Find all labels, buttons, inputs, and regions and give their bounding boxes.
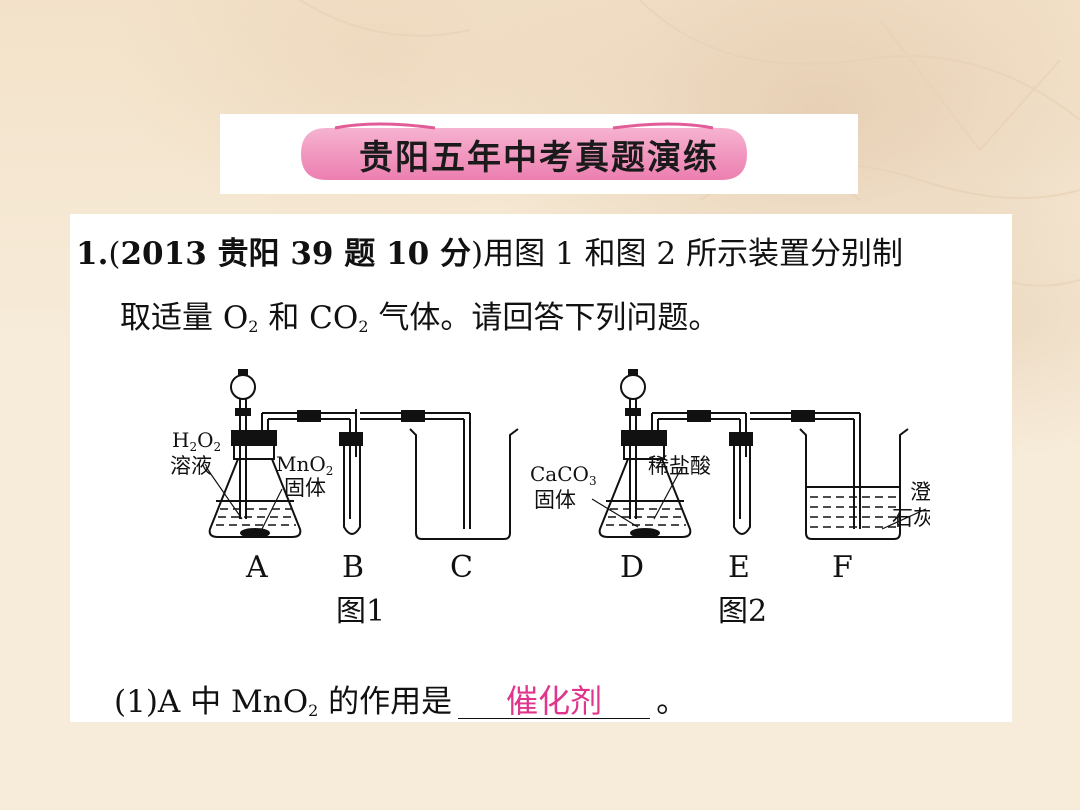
- beaker-f: [799, 413, 909, 540]
- source-open: (: [108, 236, 121, 272]
- question-line-1: 1.(2013 贵阳 39 题 10 分)用图 1 和图 2 所示装置分别制: [76, 228, 903, 273]
- label-solid-1: 固体: [284, 476, 326, 500]
- label-e: E: [728, 550, 750, 585]
- question-text-2c: 气体。请回答下列问题。: [368, 300, 720, 336]
- label-limewater-1: 澄清: [910, 480, 930, 504]
- label-solution: 溶液: [170, 454, 212, 478]
- label-limewater-2: 石灰水: [892, 506, 930, 530]
- answer-suffix: 。: [656, 684, 688, 720]
- answer-blank[interactable]: 催化剂: [458, 684, 651, 719]
- caption-fig-1: 图1: [336, 594, 385, 629]
- question-source: 2013 贵阳 39 题 10 分: [120, 236, 472, 272]
- test-tube-b: [339, 409, 470, 535]
- o2-subscript: 2: [248, 317, 259, 336]
- question-card: 1.(2013 贵阳 39 题 10 分)用图 1 和图 2 所示装置分别制 取…: [70, 214, 1012, 722]
- page-title: 贵阳五年中考真题演练: [359, 137, 719, 178]
- answer-prefix: (1)A 中 MnO: [114, 684, 309, 720]
- label-a: A: [245, 550, 268, 585]
- label-d: D: [620, 550, 644, 585]
- label-mno2: MnO2: [276, 452, 333, 478]
- caption-fig-2: 图2: [718, 594, 767, 629]
- label-caco3: CaCO3: [530, 462, 597, 488]
- label-dilute-hcl: 稀盐酸: [648, 454, 711, 478]
- co2-subscript: 2: [358, 317, 369, 336]
- label-c: C: [450, 550, 473, 585]
- label-h2o2: H2O2: [172, 428, 221, 454]
- question-text-2a: 取适量 O: [120, 300, 249, 336]
- question-number: 1.: [76, 236, 109, 272]
- test-tube-e: [729, 410, 860, 535]
- title-banner: 贵阳五年中考真题演练: [220, 114, 858, 194]
- label-b: B: [342, 550, 364, 585]
- flask-d: [598, 369, 746, 538]
- question-text-2b: 和 CO: [258, 300, 359, 336]
- answer-line: (1)A 中 MnO2 的作用是催化剂。: [114, 676, 687, 721]
- apparatus-figure: H2O2 溶液 MnO2 固体 CaCO3 固体 稀盐酸 澄清 石灰水 A B …: [170, 369, 930, 629]
- question-text-1: 用图 1 和图 2 所示装置分别制: [483, 236, 903, 272]
- label-solid-2: 固体: [534, 488, 576, 512]
- source-close: ): [471, 236, 484, 272]
- title-pill-shape: [301, 122, 747, 180]
- mno2-subscript: 2: [308, 701, 319, 720]
- answer-middle: 的作用是: [318, 684, 453, 720]
- beaker-c: [409, 413, 519, 540]
- question-line-2: 取适量 O2 和 CO2 气体。请回答下列问题。: [120, 292, 719, 337]
- label-f: F: [832, 550, 853, 585]
